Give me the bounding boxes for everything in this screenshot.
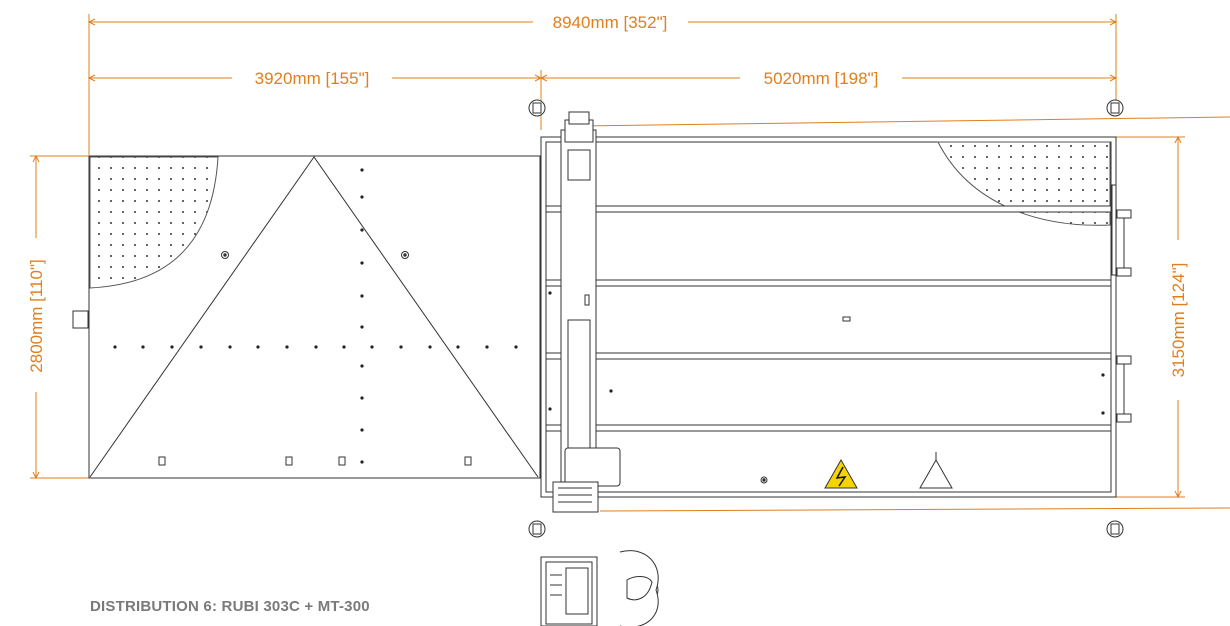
left-table-dot-column [360, 168, 364, 464]
caster-wheel-icon [528, 520, 546, 538]
control-unit [540, 556, 598, 626]
dim-right-height: 3150mm [124"] [1169, 263, 1188, 378]
dimension-lines [30, 14, 1230, 512]
support-rails [545, 205, 1112, 432]
direction-triangle-icon [919, 452, 953, 489]
electrical-hazard-icon [824, 458, 858, 489]
caster-wheel-icon [1106, 520, 1124, 538]
left-table [72, 155, 541, 479]
dim-left-height: 2800mm [110"] [27, 259, 46, 372]
caster-wheel-icon [1106, 99, 1124, 117]
dim-left-section: 3920mm [155"] [255, 69, 370, 88]
left-table-dot-row [113, 345, 518, 349]
right-side-handles [1111, 184, 1132, 423]
dim-total-length: 8940mm [352"] [553, 13, 668, 32]
dim-right-section: 5020mm [198"] [764, 69, 879, 88]
distribution-caption: DISTRIBUTION 6: RUBI 303C + MT-300 [90, 598, 370, 615]
operator-icon [619, 550, 659, 626]
caster-wheel-icon [528, 99, 546, 117]
left-table-clamps [158, 456, 472, 466]
cutting-table [540, 111, 1132, 513]
caster-wheels [528, 99, 1124, 538]
cutting-bridge [552, 111, 621, 513]
